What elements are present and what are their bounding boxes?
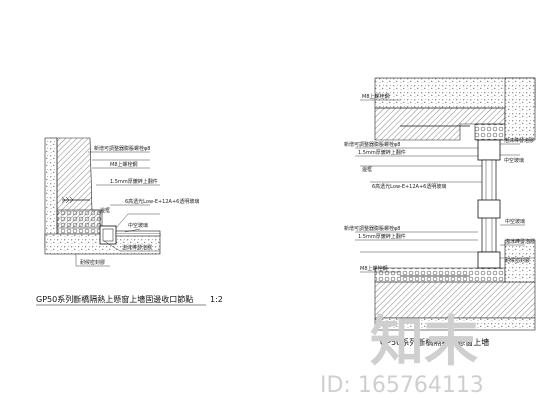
left-detail-scale: 1:2 [210,295,223,304]
label-bottom-attach: 1.5mm厚鍍鋅上翻件 [358,233,406,240]
label-ribbon-spacing: 新增可調整器膨脹螺栓φ8 [94,145,150,152]
label-hollow-space: 中空玻璃 [128,222,148,229]
label-bottom-ribbon: 新增可調整器膨脹螺栓φ8 [344,225,400,232]
label-bottom-seal: 泡沫棒發泡膠 [505,238,535,245]
label-top-ribbon: 新增可調整器膨脹螺栓φ8 [344,141,400,148]
watermark-id: ID: 165764113 [320,373,484,398]
watermark-brand: 知末 [370,310,478,373]
label-weatherproof: 耐候密封膠 [80,259,105,266]
label-frame: 邊框 [100,207,110,214]
label-bottom-hollow: 中空玻璃 [505,218,525,225]
label-top-attach: 1.5mm厚鍍鋅上翻件 [358,149,406,156]
label-glass: 6高透光Low-E+12A+6透明玻璃 [125,198,199,205]
left-detail: 新增可調整器膨脹螺栓φ8 M8上螺栓鋼 1.5mm厚鍍鋅上翻件 6高透光Low-… [36,137,223,306]
label-bottom-anchor: M8上螺栓鋼 [360,265,388,272]
right-detail: M8上螺栓鋼 新增可調整器膨脹螺栓φ8 1.5mm厚鍍鋅上翻件 邊框 泡沫棒發泡… [344,77,536,347]
label-top-seal: 泡沫棒發泡膠 [504,137,534,144]
label-top-frame: 邊框 [362,166,372,173]
label-top-anchor: M8上螺栓鋼 [362,93,390,100]
label-right-weatherproof: 耐候密封膠 [505,257,530,264]
watermark: 知末 ID: 165764113 [320,310,484,398]
label-right-glass: 6高透光Low-E+12A+6透明玻璃 [372,183,446,190]
label-top-hollow: 中空玻璃 [504,157,524,164]
left-detail-title: GP50系列斷橋隔熱上懸窗上墻固邊收口節點 [36,294,193,304]
label-sealant: 泡沫棒發泡膠 [122,244,152,251]
label-attach-plate: 1.5mm厚鍍鋅上翻件 [110,178,158,185]
right-detail-title: GP50系列斷橋隔熱上懸窗上墻 [380,337,489,347]
label-steel-anchor: M8上螺栓鋼 [110,161,138,168]
